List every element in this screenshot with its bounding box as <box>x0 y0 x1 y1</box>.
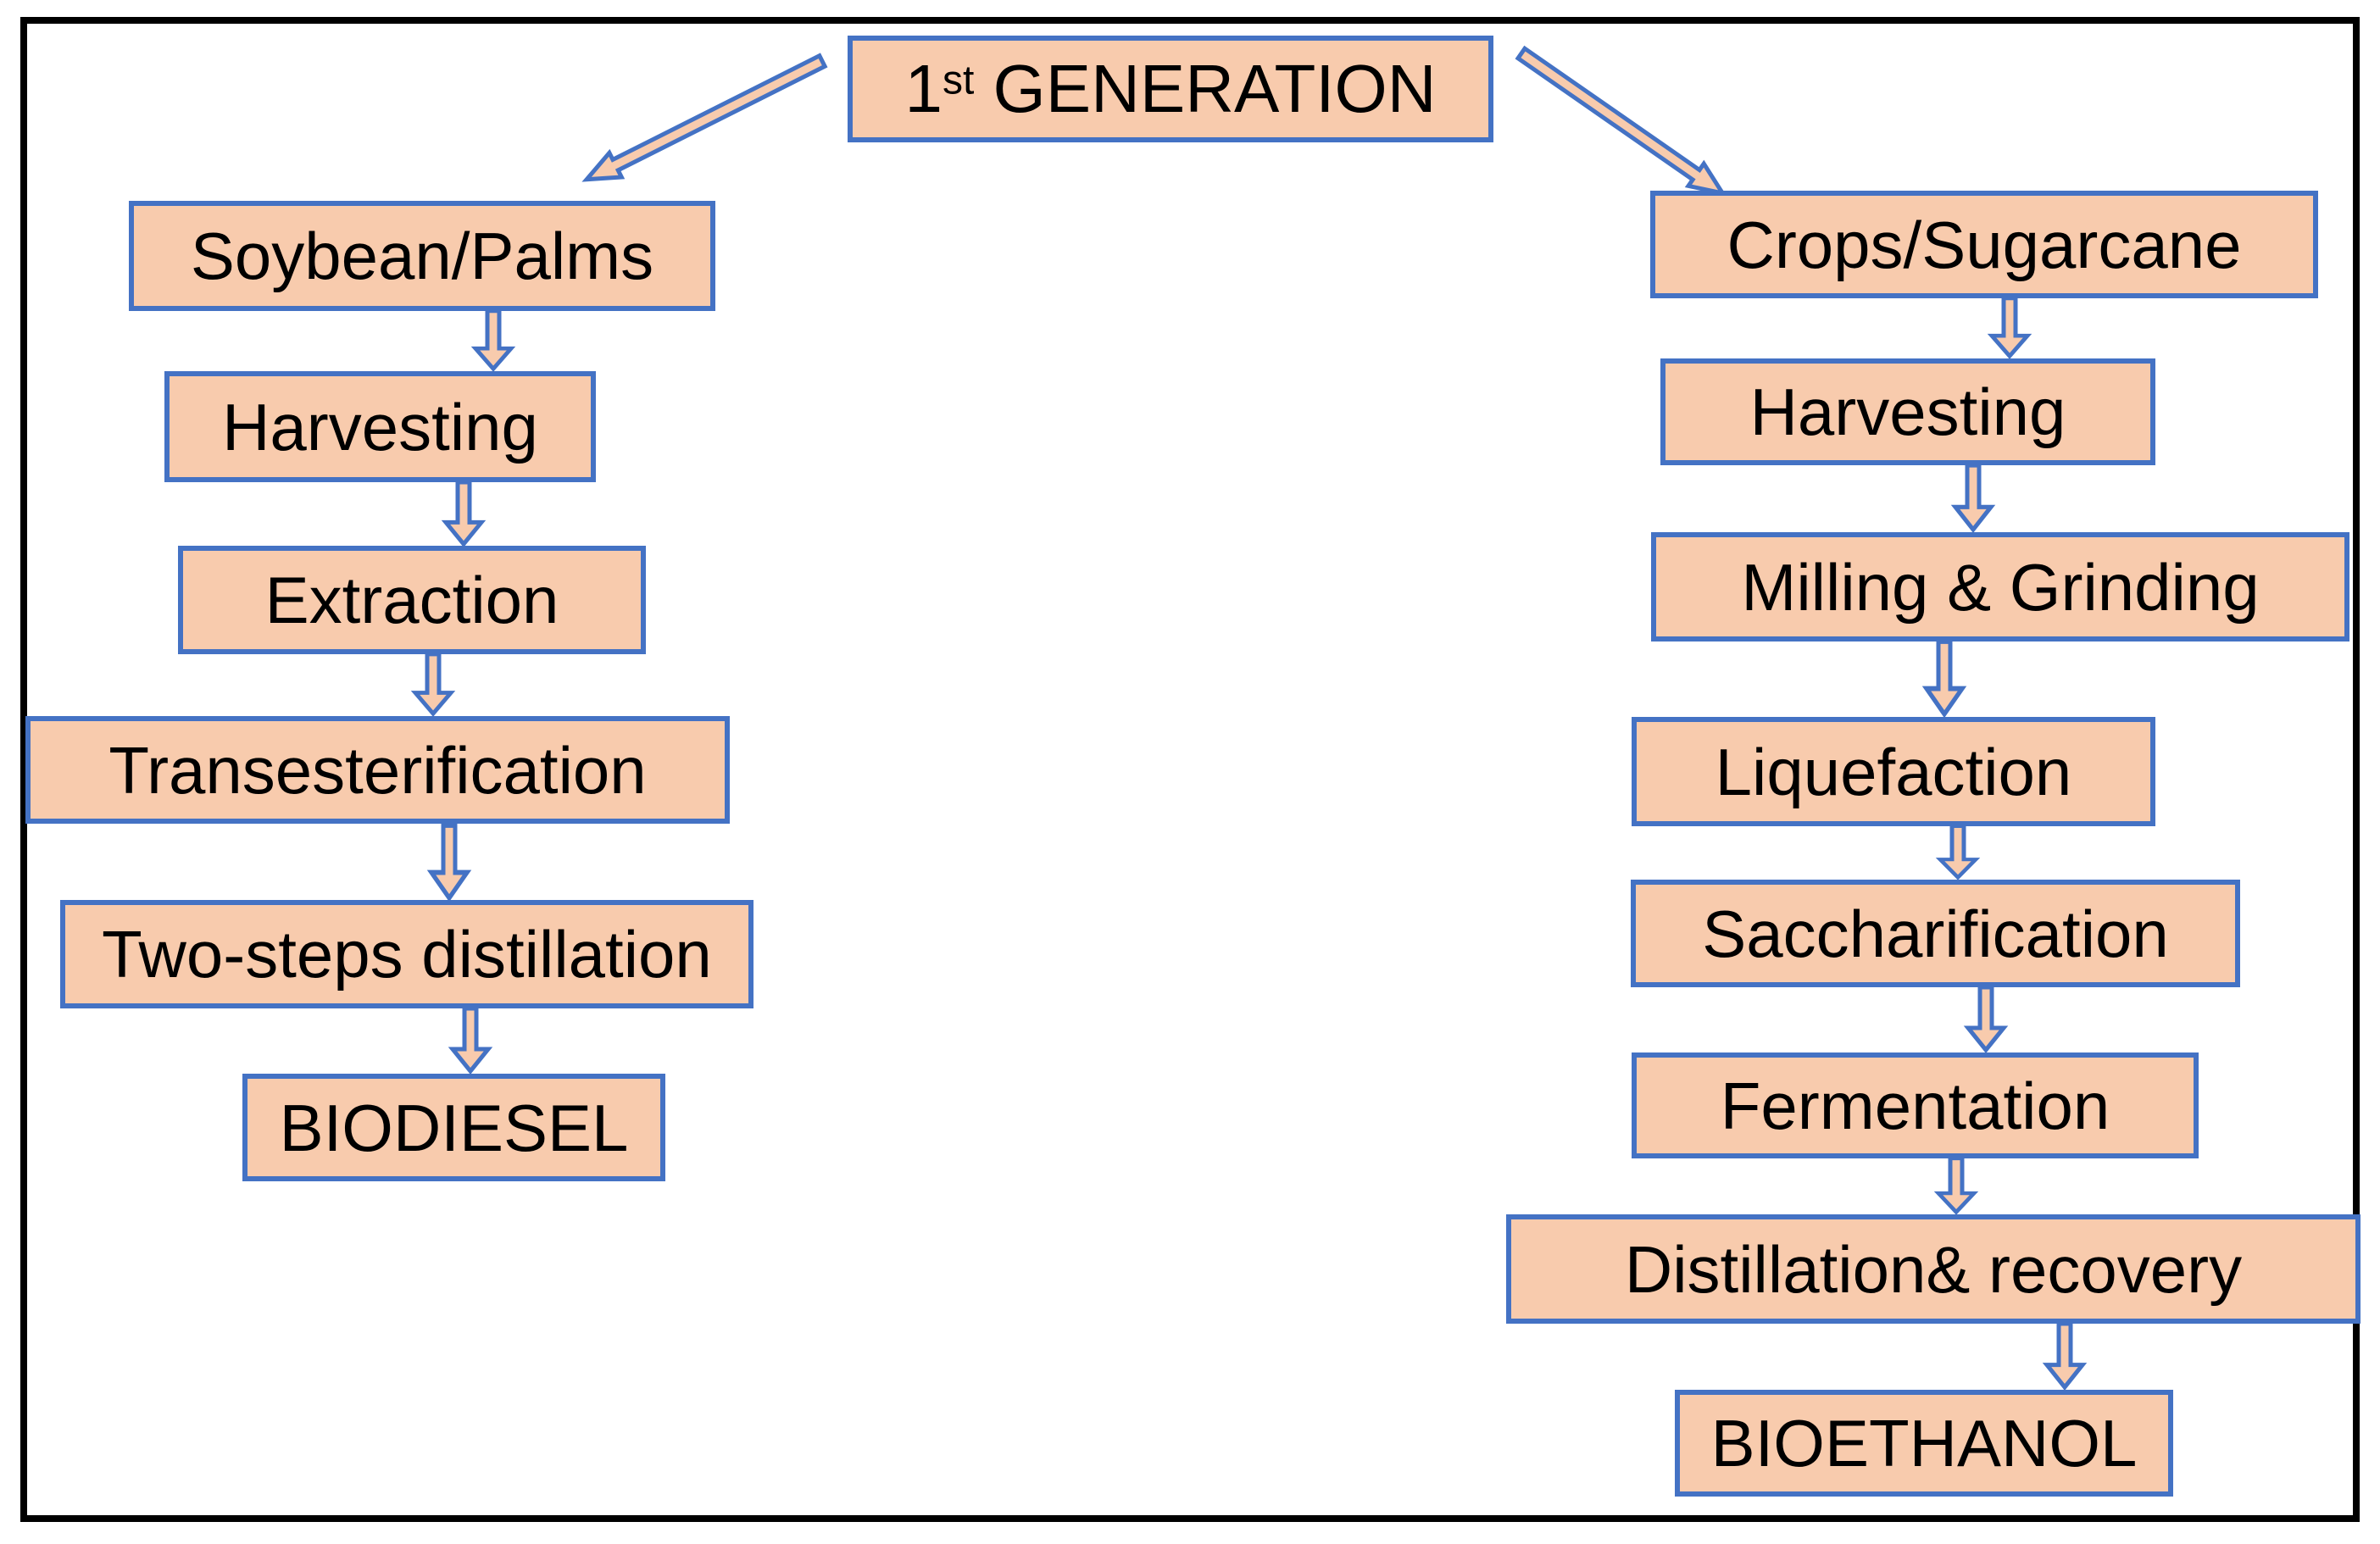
two-steps-distillation-label: Two-steps distillation <box>102 917 712 991</box>
node-distillation-recovery: Distillation& recovery <box>1506 1214 2361 1324</box>
node-crops-sugarcane: Crops/Sugarcane <box>1650 191 2318 298</box>
crops-sugarcane-label: Crops/Sugarcane <box>1727 207 2242 282</box>
arrow-liquefaction-to-saccharification <box>1935 824 1981 880</box>
node-liquefaction: Liquefaction <box>1632 717 2155 826</box>
distillation-recovery-label: Distillation& recovery <box>1624 1231 2243 1307</box>
node-milling-grinding: Milling & Grinding <box>1651 532 2349 641</box>
arrow-first-gen-to-crops <box>1515 45 1727 197</box>
first-generation-label: 1st GENERATION <box>904 51 1437 126</box>
arrow-crops-to-harvesting <box>1987 296 2032 359</box>
node-transesterification: Transesterification <box>25 716 730 824</box>
fermentation-label: Fermentation <box>1720 1068 2110 1143</box>
extraction-label: Extraction <box>264 563 559 637</box>
arrow-extraction-to-transesterification <box>410 652 456 717</box>
harvesting-right-label: Harvesting <box>1749 375 2066 449</box>
arrow-first-gen-to-soybean <box>581 53 828 182</box>
arrow-harvesting-to-milling <box>1950 463 1996 534</box>
diagram-border <box>20 17 2360 1522</box>
saccharification-label: Saccharification <box>1702 896 2169 971</box>
soybean-palms-label: Soybean/Palms <box>190 219 654 293</box>
node-harvesting-left: Harvesting <box>164 371 596 482</box>
harvesting-left-label: Harvesting <box>222 389 538 464</box>
milling-grinding-label: Milling & Grinding <box>1741 549 2260 625</box>
node-extraction: Extraction <box>178 546 646 654</box>
arrow-twosteps-to-biodiesel <box>448 1006 493 1075</box>
arrow-saccharification-to-fermentation <box>1963 985 2009 1053</box>
arrow-harvesting-to-extraction <box>441 480 487 547</box>
node-bioethanol: BIOETHANOL <box>1675 1390 2173 1497</box>
arrow-milling-to-liquefaction <box>1921 639 1967 719</box>
node-harvesting-right: Harvesting <box>1660 358 2155 465</box>
arrow-transesterification-to-twosteps <box>426 823 472 903</box>
arrow-distillation-to-bioethanol <box>2042 1321 2088 1391</box>
node-biodiesel: BIODIESEL <box>242 1074 665 1181</box>
arrow-fermentation-to-distillation <box>1933 1156 1979 1215</box>
biodiesel-label: BIODIESEL <box>279 1090 629 1165</box>
liquefaction-label: Liquefaction <box>1715 734 2072 809</box>
node-two-steps-distillation: Two-steps distillation <box>60 900 753 1008</box>
node-fermentation: Fermentation <box>1632 1052 2199 1158</box>
bioethanol-label: BIOETHANOL <box>1710 1406 2138 1480</box>
transesterification-label: Transesterification <box>108 732 647 808</box>
node-saccharification: Saccharification <box>1631 880 2240 987</box>
node-first-generation: 1st GENERATION <box>848 36 1493 142</box>
arrow-soybean-to-harvesting <box>470 308 516 372</box>
node-soybean-palms: Soybean/Palms <box>129 201 715 311</box>
